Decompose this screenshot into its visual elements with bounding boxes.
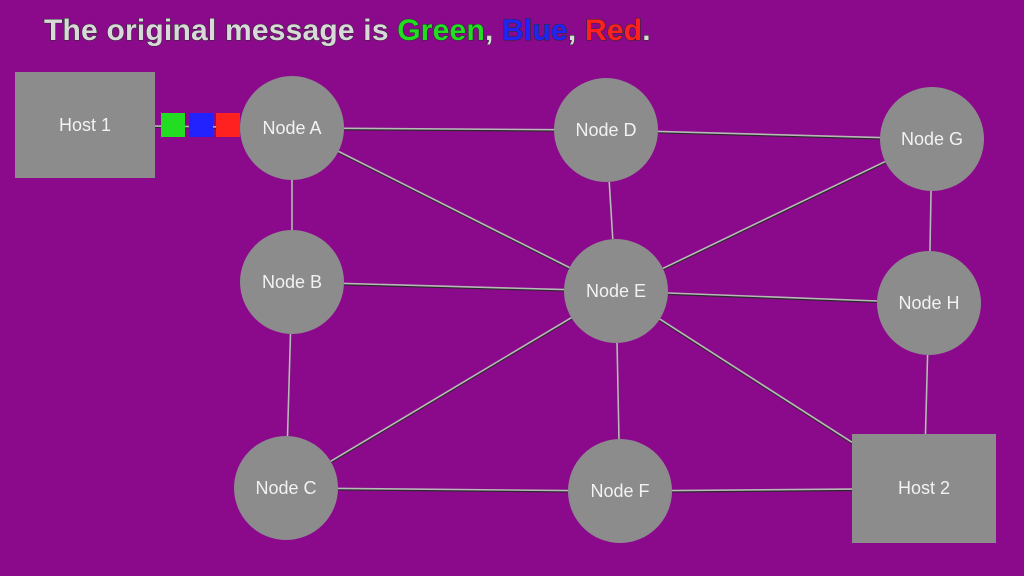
link-nodee-host2-line <box>659 318 853 444</box>
host1-label: Host 1 <box>58 114 112 135</box>
link-nodeg-nodeh[interactable] <box>929 190 932 253</box>
link-nodeh-host2[interactable] <box>924 354 929 436</box>
link-nodec-nodee-line <box>330 316 572 463</box>
link-nodeg-nodeh-line <box>929 190 932 252</box>
link-nodec-nodef[interactable] <box>337 487 569 493</box>
node-h-label: Node H <box>898 292 960 313</box>
link-nodea-nodee-shadow <box>338 151 570 270</box>
host2-label: Host 2 <box>897 478 951 498</box>
link-nodec-nodef-line <box>337 487 569 492</box>
link-nodeb-nodee[interactable] <box>343 282 565 292</box>
link-nodef-host2-line <box>671 488 853 492</box>
link-nodea-noded-line <box>343 127 555 131</box>
link-nodea-nodee[interactable] <box>338 150 570 270</box>
link-noded-nodeg[interactable] <box>657 130 881 140</box>
node-c[interactable]: Node C <box>234 436 338 540</box>
host2-box[interactable]: Host 2 <box>852 434 996 543</box>
host1-box[interactable]: Host 1 <box>15 72 155 178</box>
link-noded-nodeg-shadow <box>657 131 881 140</box>
link-nodea-noded[interactable] <box>343 127 555 132</box>
link-nodec-nodef-shadow <box>337 488 569 493</box>
link-nodee-nodeh-line <box>667 292 878 302</box>
title-sep-1: , <box>484 13 503 47</box>
node-b-label: Node B <box>261 271 323 292</box>
link-nodeb-nodec[interactable] <box>286 333 292 438</box>
node-d[interactable]: Node D <box>554 78 658 182</box>
link-noded-nodeg-line <box>657 130 881 139</box>
link-nodee-nodeg[interactable] <box>662 160 886 271</box>
link-nodee-nodef-line <box>616 342 620 440</box>
packet-red[interactable] <box>216 113 240 137</box>
link-nodee-nodeh[interactable] <box>667 292 878 304</box>
node-e-label: Node E <box>585 280 647 301</box>
title-prefix: The original message is <box>43 13 398 47</box>
link-noded-nodee-line <box>608 181 614 240</box>
link-nodee-nodeg-shadow <box>662 162 886 271</box>
link-nodea-nodee-line <box>338 150 570 269</box>
packet-blue[interactable] <box>189 113 213 137</box>
link-nodec-nodee[interactable] <box>330 316 572 464</box>
title-green: Green <box>397 13 486 47</box>
node-e[interactable]: Node E <box>564 239 668 343</box>
node-h[interactable]: Node H <box>877 251 981 355</box>
link-nodef-host2-shadow <box>671 489 853 493</box>
node-g-label: Node G <box>900 128 964 149</box>
link-nodee-host2[interactable] <box>659 318 853 445</box>
link-nodeb-nodec-line <box>286 333 292 437</box>
link-nodee-nodeh-shadow <box>667 293 878 304</box>
title-blue: Blue <box>502 13 569 47</box>
node-a-label: Node A <box>262 117 322 138</box>
link-nodeh-host2-line <box>924 354 929 435</box>
link-nodee-host2-shadow <box>659 319 853 445</box>
link-nodee-nodeg-line <box>662 160 886 270</box>
node-b[interactable]: Node B <box>240 230 344 334</box>
title-red: Red <box>584 13 643 47</box>
link-nodeb-nodee-shadow <box>343 283 565 292</box>
title-sep-2: , <box>567 13 585 47</box>
node-d-label: Node D <box>575 119 637 140</box>
node-f[interactable]: Node F <box>568 439 672 543</box>
node-a[interactable]: Node A <box>240 76 344 180</box>
packet-green[interactable] <box>161 113 185 137</box>
node-g[interactable]: Node G <box>880 87 984 191</box>
link-noded-nodee[interactable] <box>608 181 614 241</box>
link-nodef-host2[interactable] <box>671 488 853 493</box>
link-nodec-nodee-shadow <box>330 318 572 464</box>
link-nodea-noded-shadow <box>343 128 555 132</box>
title-period: . <box>642 13 651 47</box>
node-f-label: Node F <box>590 480 650 501</box>
node-c-label: Node C <box>255 477 317 498</box>
link-nodeb-nodee-line <box>343 282 565 291</box>
page-title: The original message is Green, Blue, Red… <box>43 11 651 51</box>
link-nodee-nodef[interactable] <box>616 342 620 441</box>
